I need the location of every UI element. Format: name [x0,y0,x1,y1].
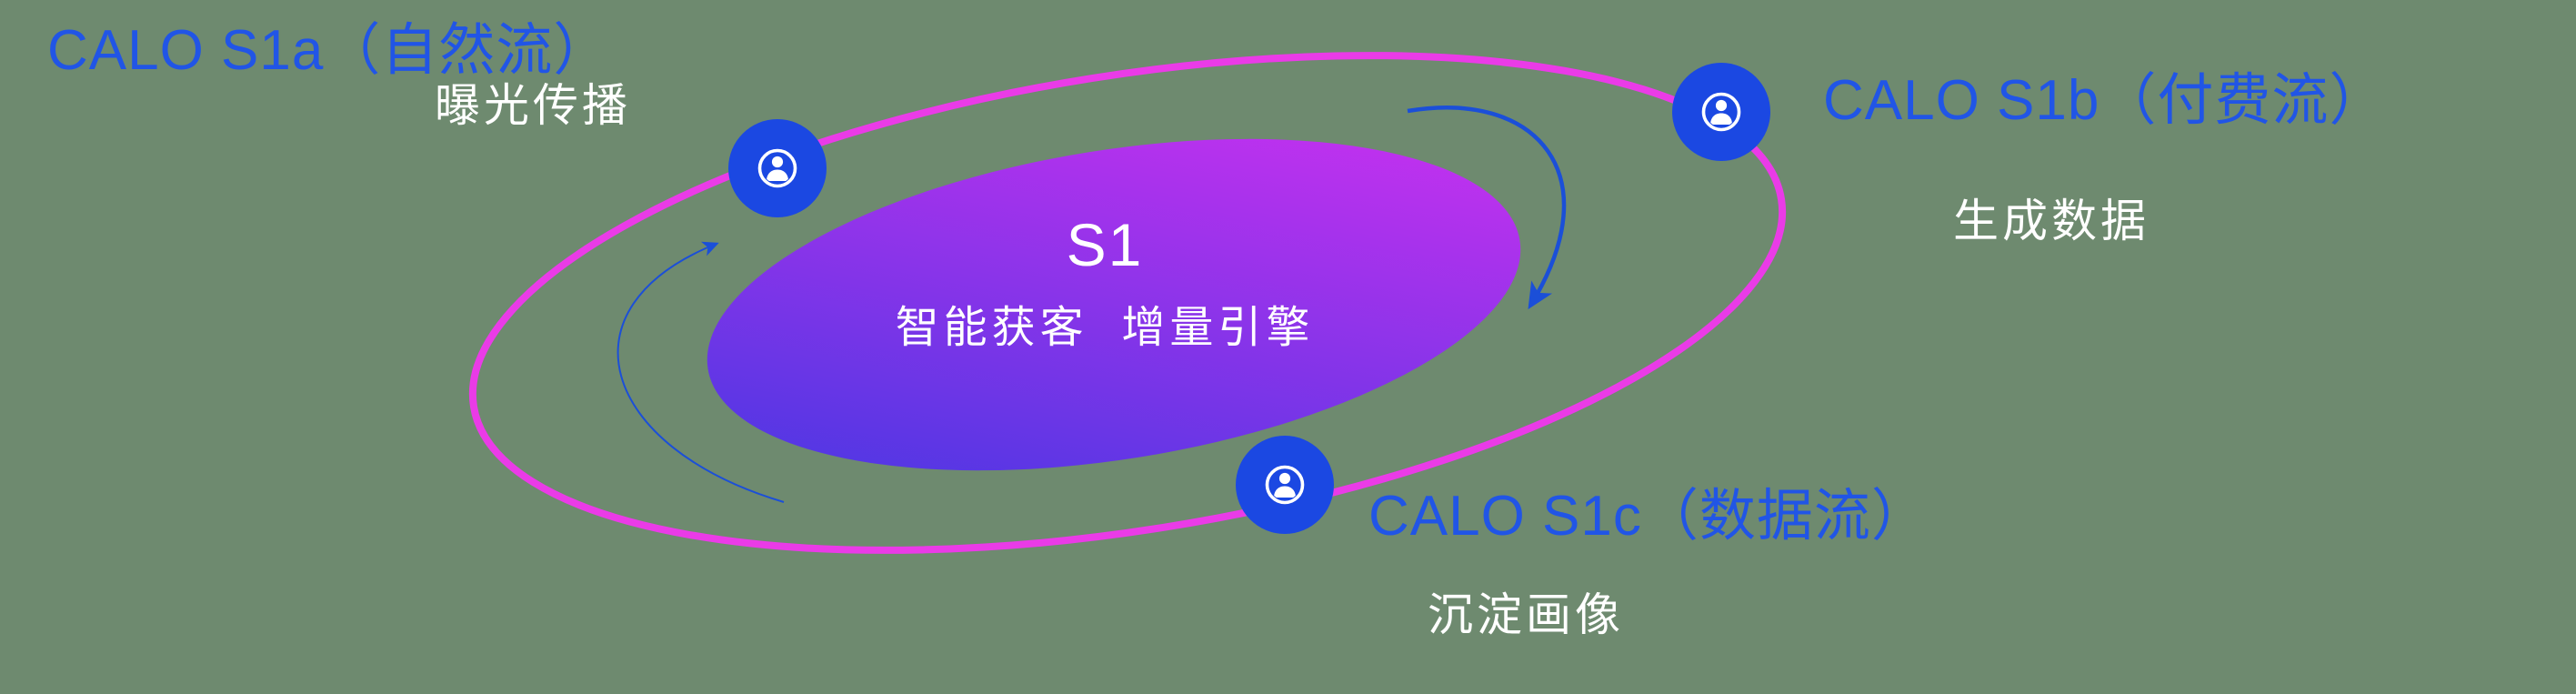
core-label: S1 智能获客 增量引擎 [896,215,1315,355]
label-calo-s1c-title: CALO S1c（数据流） [1368,485,1929,548]
orbit-ring [468,52,1787,554]
orbit-node-s1a [728,119,827,217]
flow-arrow-right [1407,106,1567,310]
person-icon [767,156,788,181]
orbit-node-s1b [1672,63,1770,161]
label-calo-s1c-subtitle: 沉淀画像 [1428,589,1624,640]
label-calo-s1a-subtitle: 曝光传播 [435,80,631,131]
label-calo-s1a-title: CALO S1a（自然流） [47,19,611,82]
core-subtitle: 智能获客 增量引擎 [895,304,1315,352]
person-icon [1274,472,1296,498]
label-calo-s1b-subtitle: 生成数据 [1953,196,2150,246]
core-title: S1 [1066,211,1144,278]
label-calo-s1b-title: CALO S1b（付费流） [1823,69,2387,132]
flow-arrow-left [616,241,785,503]
core-ellipse [707,138,1521,471]
orbit-node-s1c [1236,436,1334,534]
person-icon [1710,99,1732,125]
